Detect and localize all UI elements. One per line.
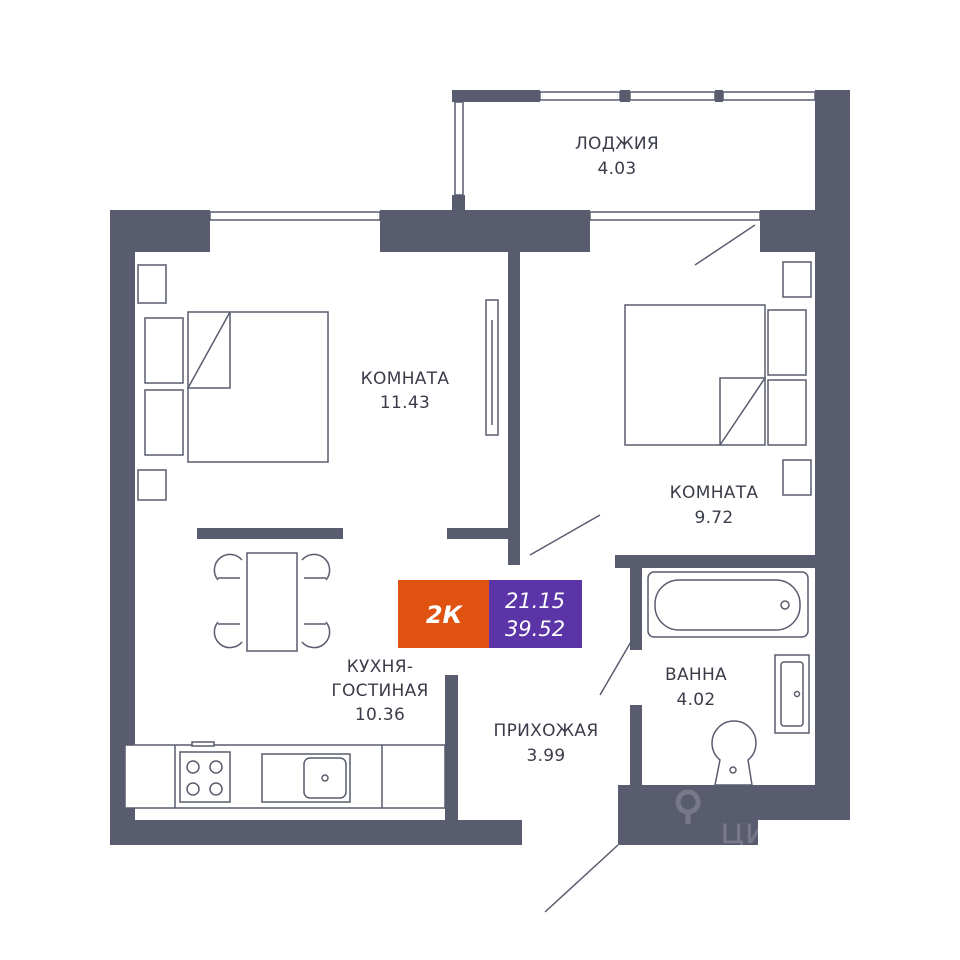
windows (209, 91, 816, 221)
watermark: циан (675, 789, 814, 852)
room2-area: 9.72 (694, 508, 733, 528)
badge-area-box (489, 580, 582, 648)
loggia-name: ЛОДЖИЯ (575, 134, 659, 154)
badge-total-area: 39.52 (505, 617, 565, 641)
bath-area: 4.02 (676, 690, 715, 710)
room2-name: КОМНАТА (670, 483, 759, 503)
walls (110, 90, 850, 845)
doors (485, 224, 756, 913)
hallway-name: ПРИХОЖАЯ (494, 721, 599, 741)
badge-type: 2К (426, 601, 464, 629)
watermark-text: циан (720, 811, 814, 852)
room1-name: КОМНАТА (361, 369, 450, 389)
furniture (124, 261, 812, 809)
room-labels: ЛОДЖИЯ 4.03 КОМНАТА 11.43 КОМНАТА 9.72 К… (331, 134, 758, 766)
apartment-badge: 2К 21.15 39.52 (398, 580, 582, 648)
loggia-area: 4.03 (597, 159, 636, 179)
badge-living-area: 21.15 (505, 589, 565, 613)
badge-type-box (398, 580, 489, 648)
kitchen-name-2: ГОСТИНАЯ (331, 681, 428, 701)
kitchen-area: 10.36 (355, 705, 405, 725)
room1-area: 11.43 (380, 393, 430, 413)
location-pin-icon (675, 789, 701, 824)
bath-name: ВАННА (665, 665, 727, 685)
hallway-area: 3.99 (526, 746, 565, 766)
kitchen-name-1: КУХНЯ- (347, 657, 414, 677)
